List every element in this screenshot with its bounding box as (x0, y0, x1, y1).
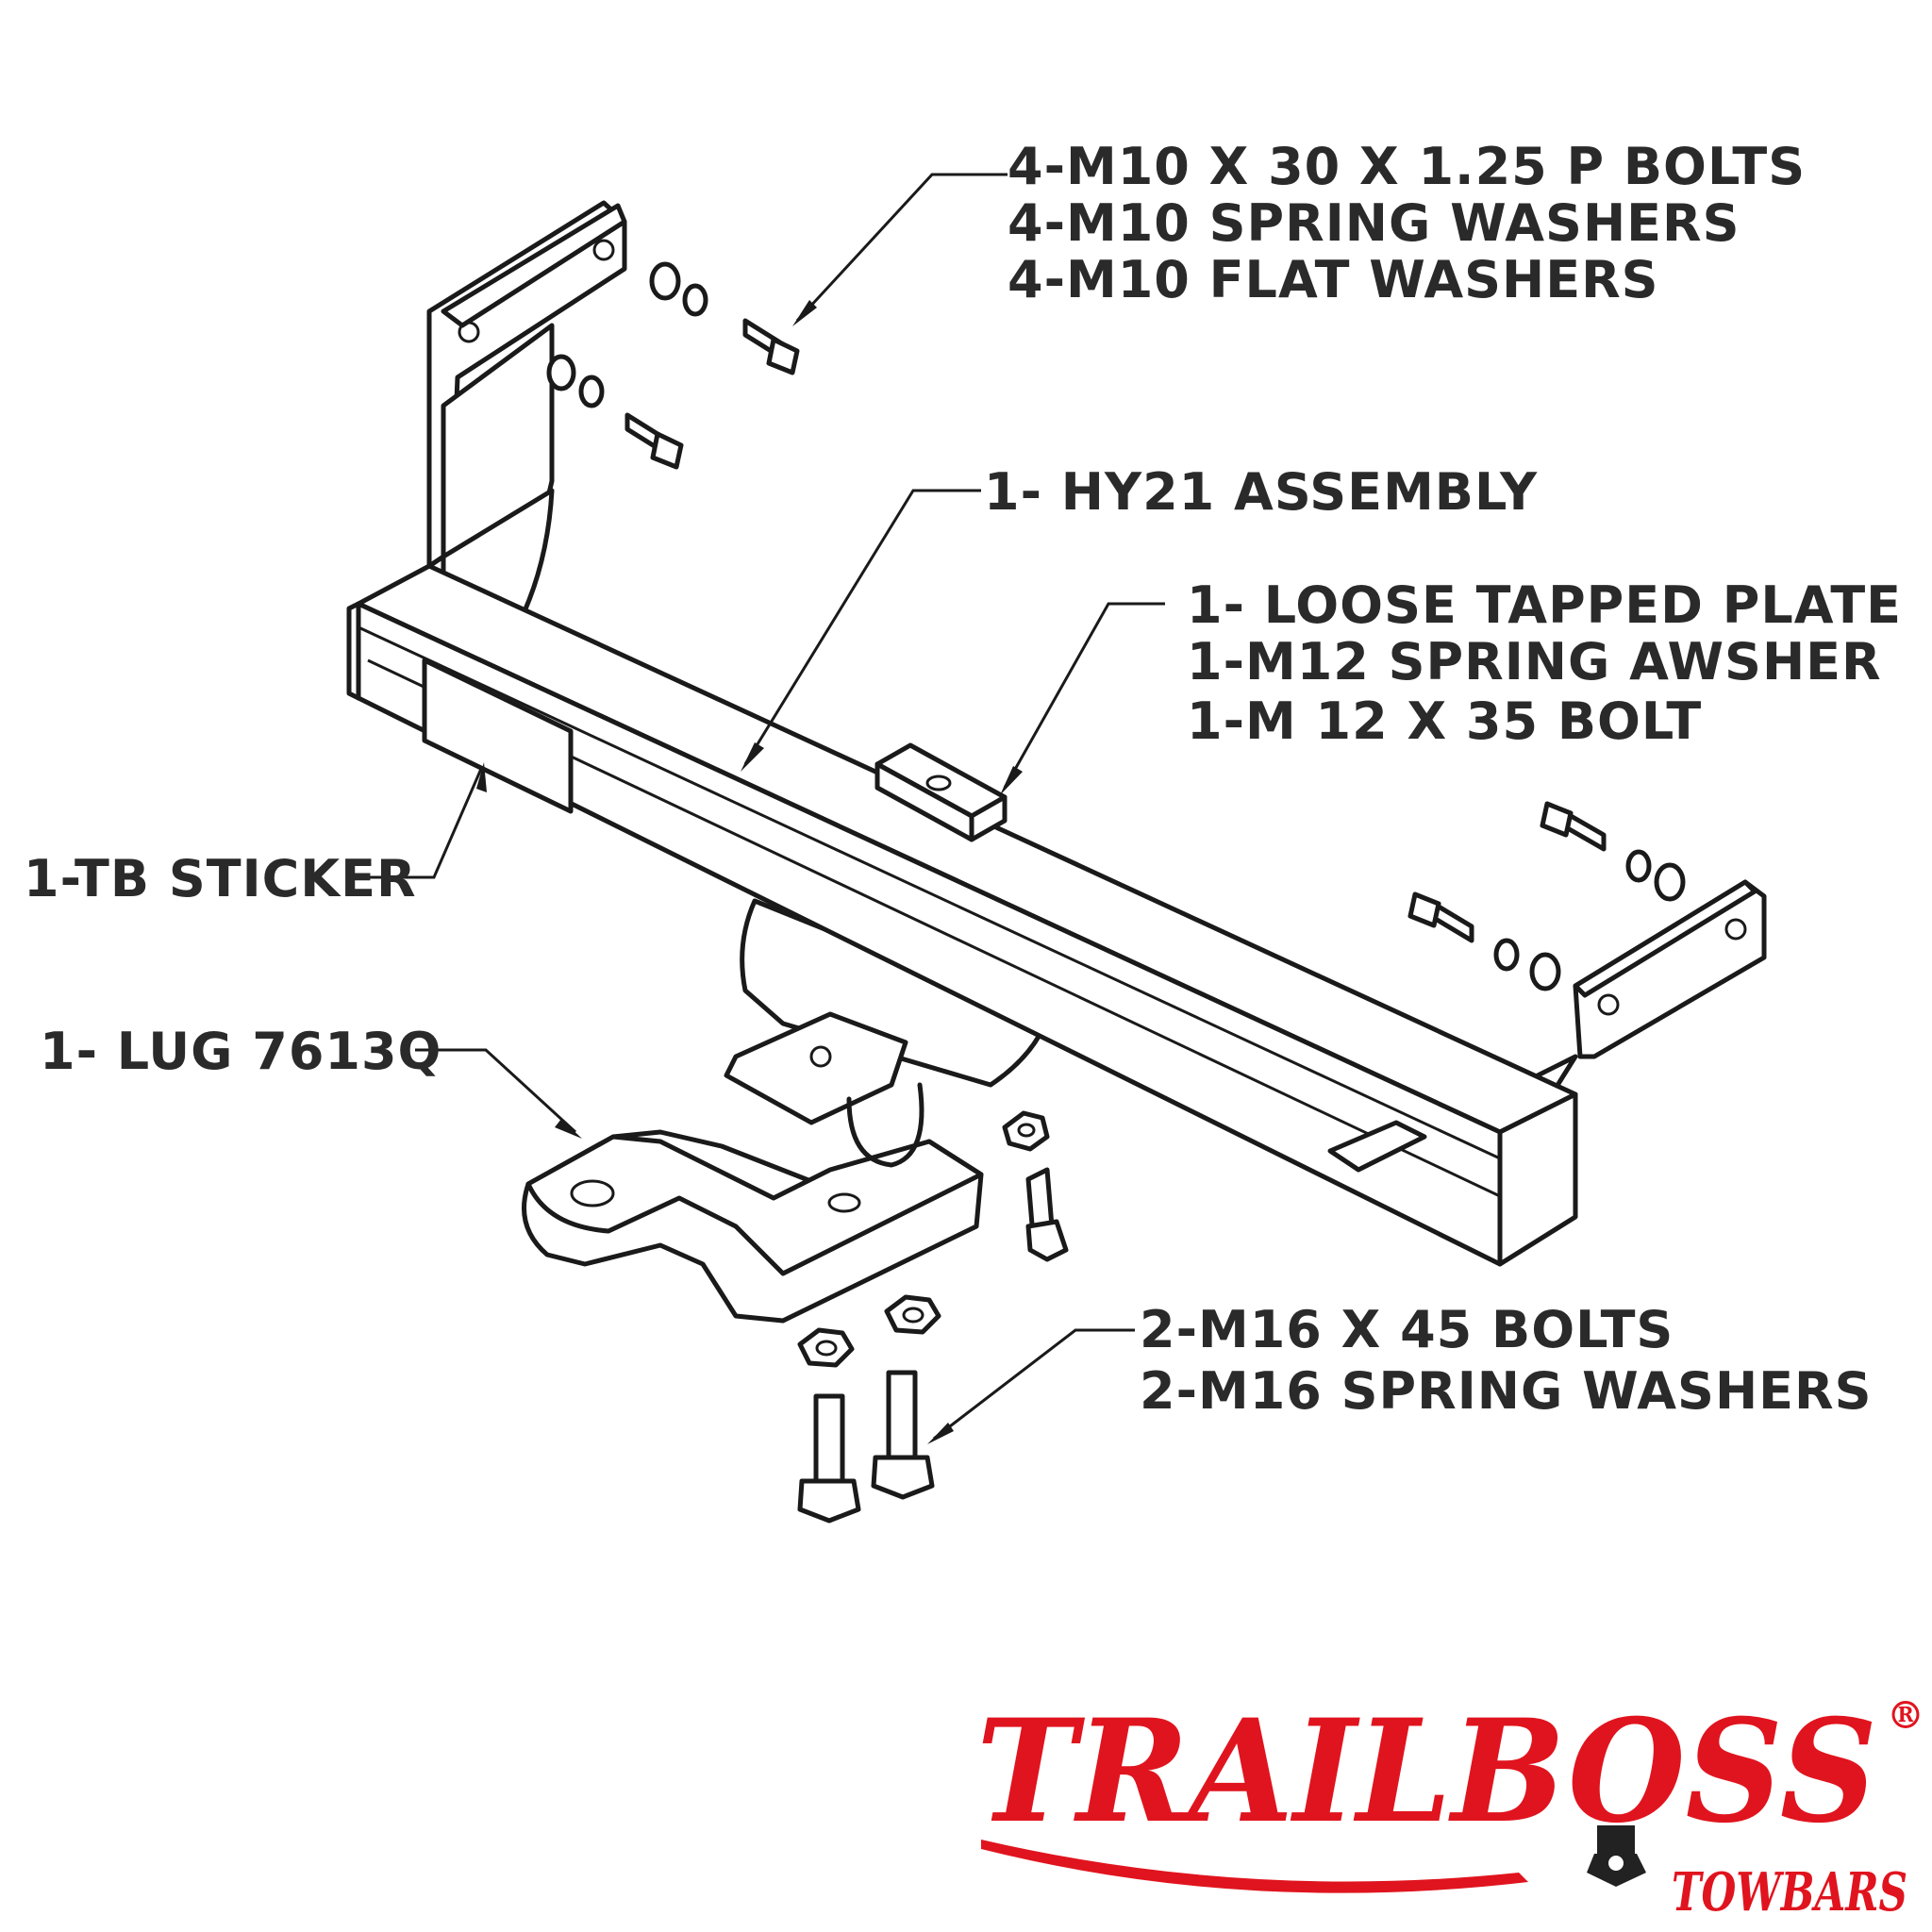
m10-fasteners-left (546, 261, 800, 470)
hy21-main-bar (346, 563, 1578, 1267)
tb-sticker (422, 658, 574, 814)
svg-text:1- LOOSE TAPPED PLATE: 1- LOOSE TAPPED PLATE (1187, 575, 1902, 635)
svg-text:2-M16 SPRING WASHERS: 2-M16 SPRING WASHERS (1140, 1361, 1873, 1421)
m12-bolt-and-washer (1002, 1110, 1069, 1262)
loose-tapped-plate (874, 742, 1008, 842)
m10-fasteners-right (1407, 801, 1686, 991)
label-m10-bolts: 4-M10 X 30 X 1.25 P BOLTS 4-M10 SPRING W… (1008, 137, 1806, 309)
label-hy21-assembly: 1- HY21 ASSEMBLY (984, 462, 1538, 522)
label-tapped-plate: 1- LOOSE TAPPED PLATE 1-M12 SPRING AWSHE… (1187, 575, 1902, 751)
svg-text:4-M10 SPRING WASHERS: 4-M10 SPRING WASHERS (1008, 193, 1740, 253)
svg-text:4-M10 FLAT WASHERS: 4-M10 FLAT WASHERS (1008, 250, 1659, 309)
label-lug: 1- LUG 7613Q (40, 1022, 441, 1081)
logo-brand-name: TRAILBOSS (976, 1689, 1877, 1855)
logo-registered-mark: ® (1887, 1693, 1924, 1738)
lug-7613q (522, 1082, 984, 1324)
svg-text:1-M12 SPRING AWSHER: 1-M12 SPRING AWSHER (1187, 632, 1882, 691)
trailboss-logo: TRAILBOSS ® TOWBARS (976, 1689, 1924, 1924)
label-m16-bolts: 2-M16 X 45 BOLTS 2-M16 SPRING WASHERS (1140, 1300, 1873, 1421)
hitch-ball-icon (1587, 1825, 1646, 1887)
logo-tagline: TOWBARS (1672, 1861, 1907, 1924)
svg-text:1-M 12 X 35 BOLT: 1-M 12 X 35 BOLT (1187, 691, 1702, 751)
leader-lines (368, 173, 1165, 1444)
svg-text:2-M16 X 45 BOLTS: 2-M16 X 45 BOLTS (1140, 1300, 1674, 1359)
m16-fasteners (797, 1294, 941, 1524)
label-tb-sticker: 1-TB STICKER (24, 849, 417, 908)
logo-swoosh (981, 1840, 1528, 1893)
svg-text:4-M10 X 30 X 1.25 P BOLTS: 4-M10 X 30 X 1.25 P BOLTS (1008, 137, 1806, 196)
